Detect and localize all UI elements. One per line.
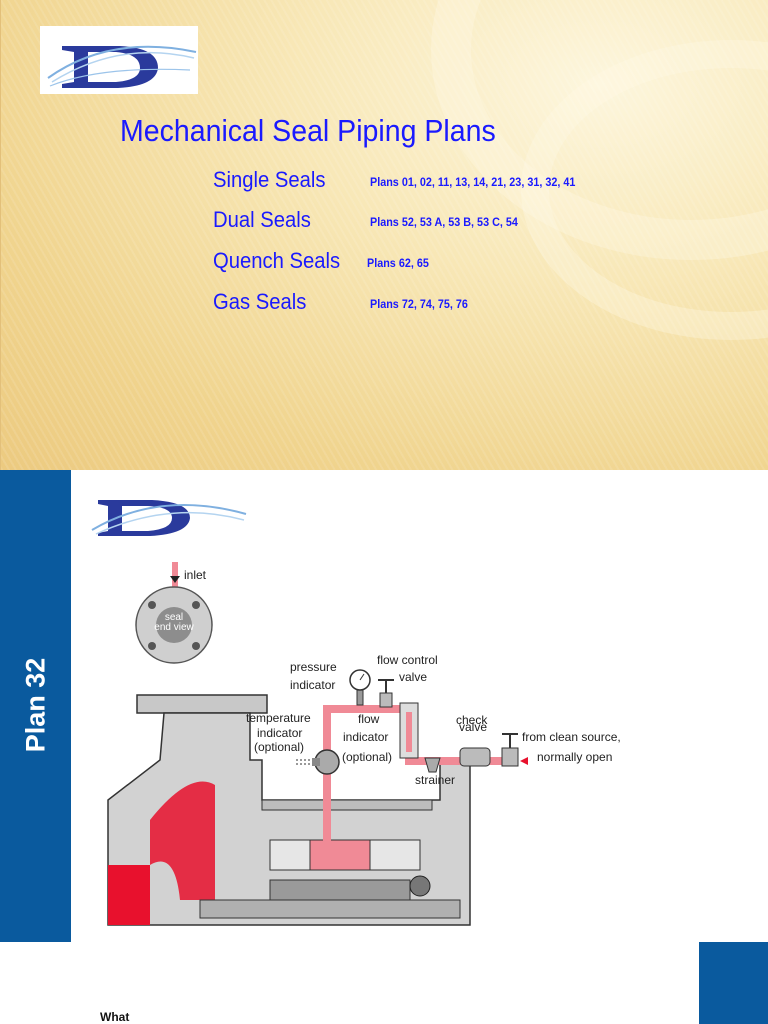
corner-accent-block — [699, 942, 768, 1024]
temperature-indicator-icon — [296, 749, 340, 775]
strainer-icon — [424, 757, 441, 773]
source-label: from clean source, — [522, 730, 621, 744]
flow-control-label: flow control — [377, 653, 438, 667]
company-logo — [40, 26, 198, 94]
temperature-label-3: (optional) — [254, 740, 304, 754]
company-logo-small — [90, 490, 250, 542]
category-label: Single Seals — [213, 167, 326, 192]
plan-row-single-seals: Single Seals Plans 01, 02, 11, 13, 14, 2… — [213, 167, 575, 193]
category-label: Quench Seals — [213, 248, 341, 273]
inlet-label: inlet — [184, 568, 207, 582]
plan-sidebar — [0, 470, 71, 942]
flow-indicator-label-2: indicator — [343, 730, 388, 744]
temperature-label: temperature — [246, 711, 311, 725]
plan-row-quench-seals: Quench Seals Plans 62, 65 — [213, 248, 429, 274]
category-label: Dual Seals — [213, 207, 311, 232]
isolation-valve-icon — [501, 733, 519, 767]
check-valve-label-2: valve — [459, 720, 487, 734]
flow-control-label-2: valve — [399, 670, 427, 684]
seal-label-2: end view — [154, 622, 194, 633]
inlet-arrow-icon — [170, 576, 180, 583]
category-label: Gas Seals — [213, 289, 307, 314]
pressure-label: pressure — [290, 660, 337, 674]
temperature-label-2: indicator — [257, 726, 302, 740]
seal-label: seal — [165, 612, 183, 623]
plans-list: Plans 62, 65 — [367, 256, 429, 270]
plan-row-gas-seals: Gas Seals Plans 72, 74, 75, 76 — [213, 289, 468, 315]
footer-text: What — [100, 1010, 130, 1024]
flow-indicator-label: flow — [358, 712, 380, 726]
check-valve-icon — [459, 747, 491, 767]
plans-list: Plans 01, 02, 11, 13, 14, 21, 23, 31, 32… — [370, 175, 576, 189]
plan-row-dual-seals: Dual Seals Plans 52, 53 A, 53 B, 53 C, 5… — [213, 207, 518, 233]
supply-pipe — [323, 705, 331, 845]
source-arrow-icon — [520, 757, 528, 765]
check-valve-label: check — [456, 713, 488, 727]
title-slide — [0, 0, 768, 470]
strainer-label: strainer — [415, 773, 455, 787]
top-pipe — [327, 705, 405, 713]
pressure-label-2: indicator — [290, 678, 335, 692]
inlet-pipe — [172, 562, 178, 588]
slide-title: Mechanical Seal Piping Plans — [120, 113, 496, 148]
flow-control-valve-icon — [378, 679, 394, 708]
plans-list: Plans 72, 74, 75, 76 — [370, 297, 468, 311]
flow-indicator-label-3: (optional) — [342, 750, 392, 764]
source-label-2: normally open — [537, 750, 612, 764]
pressure-gauge-icon — [349, 669, 371, 706]
seal-end-view: seal end view — [135, 586, 213, 664]
plans-list: Plans 52, 53 A, 53 B, 53 C, 54 — [370, 215, 518, 229]
pump-casing — [107, 694, 471, 926]
